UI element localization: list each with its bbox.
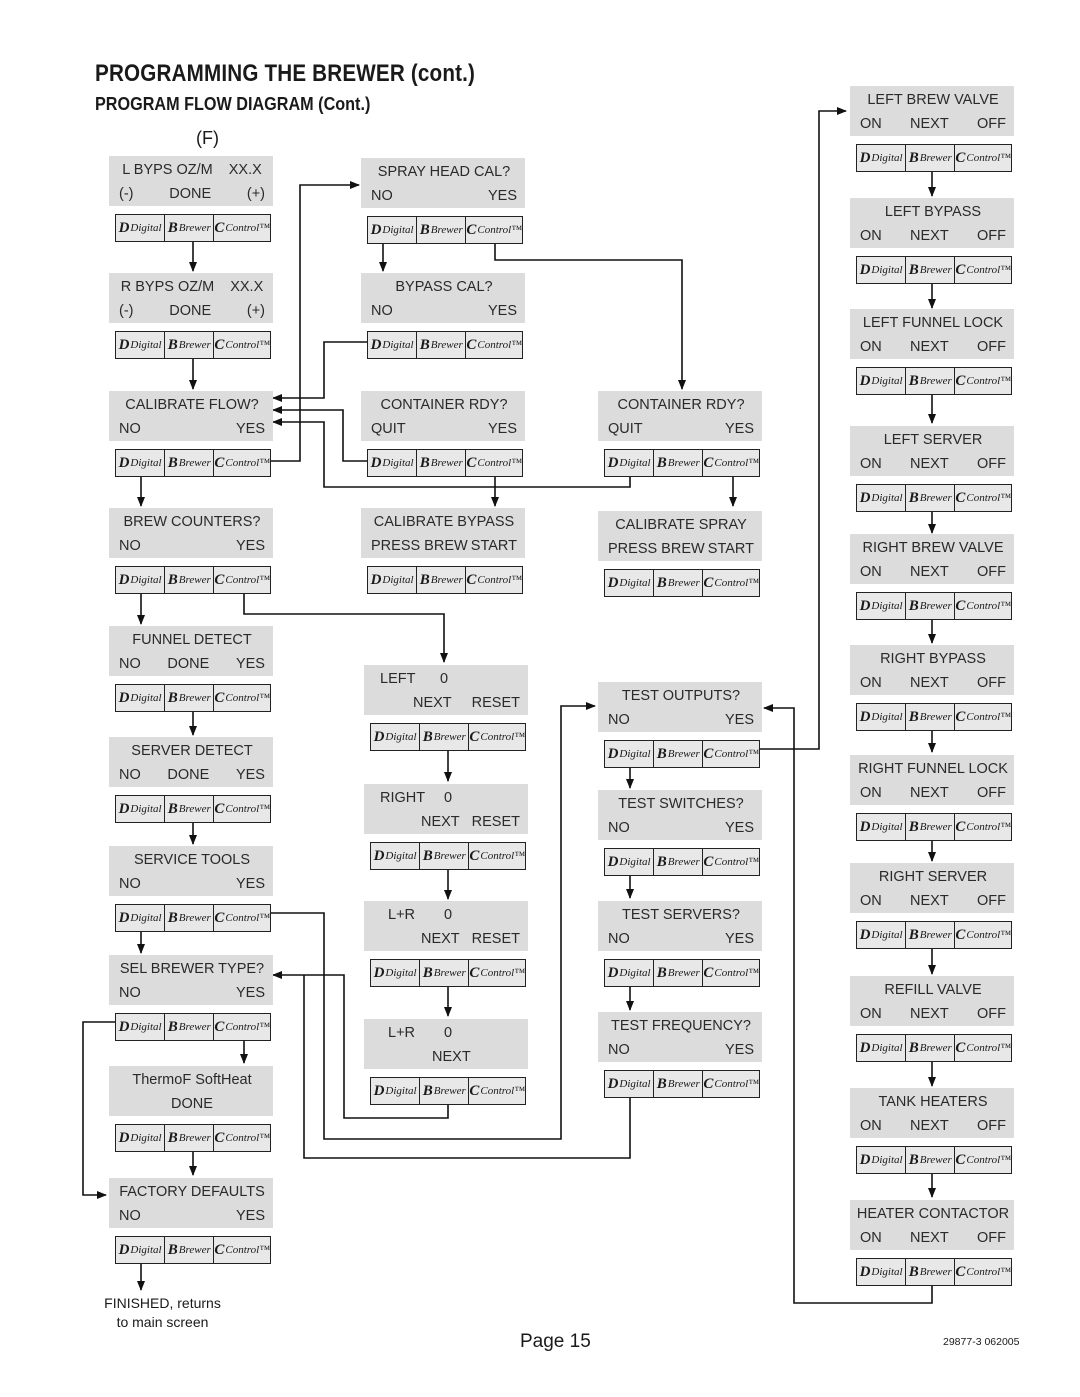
section-label: (F) [196,128,219,148]
document-number: 29877-3 062005 [943,1336,1020,1348]
page-title: PROGRAMMING THE BREWER (cont.) [95,60,476,87]
page-number: Page 15 [520,1331,591,1352]
finished-note: FINISHED, returns to main screen [104,1295,221,1330]
page-subtitle: PROGRAM FLOW DIAGRAM (Cont.) [95,94,371,114]
